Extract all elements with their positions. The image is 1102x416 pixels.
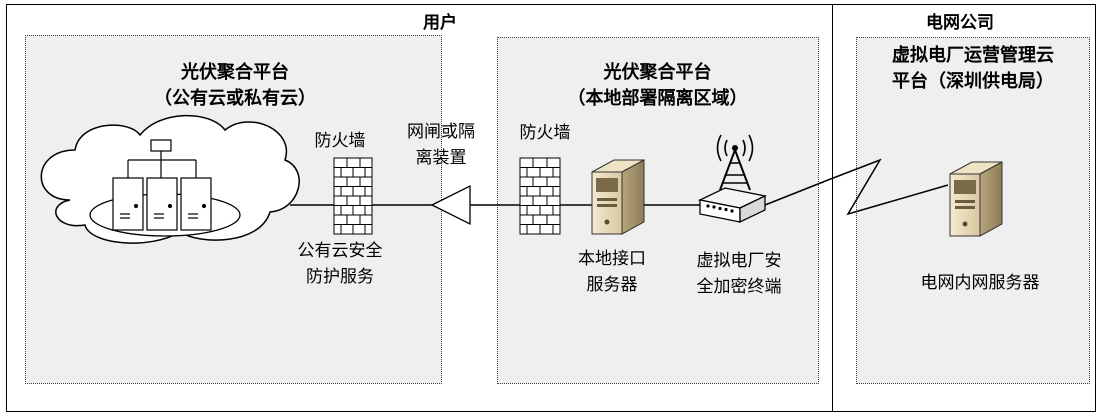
- vpp-terminal-icon: [697, 134, 768, 224]
- local-platform-title-line1: 光伏聚合平台: [603, 62, 712, 83]
- local-platform-title: 光伏聚合平台 （本地部署隔离区域）: [510, 60, 805, 112]
- gateway-label-line1: 网闸或隔: [407, 122, 475, 142]
- cloud-security-label-line1: 公有云安全: [297, 241, 383, 261]
- local-platform-title-line2: （本地部署隔离区域）: [567, 88, 748, 109]
- region-label-grid: 电网公司: [926, 13, 994, 33]
- gateway-label: 网闸或隔 离装置: [396, 119, 486, 171]
- server-cluster-icon: [112, 139, 212, 231]
- wireless-link-icon: [827, 158, 949, 216]
- cloud-security-label-line2: 防护服务: [306, 267, 374, 287]
- cloud-platform-title-line2: （公有云或私有云）: [154, 88, 316, 109]
- vpp-terminal-label-line2: 全加密终端: [696, 277, 782, 297]
- region-divider: [832, 4, 833, 412]
- grid-platform-title-line1: 虚拟电厂运营管理云: [892, 45, 1054, 66]
- vpp-terminal-label: 虚拟电厂安 全加密终端: [684, 248, 794, 300]
- region-label-user: 用户: [423, 13, 457, 33]
- vpp-terminal-label-line1: 虚拟电厂安: [696, 251, 782, 271]
- outer-frame: [6, 4, 1096, 412]
- cloud-security-label: 公有云安全 防护服务: [285, 238, 395, 290]
- firewall-left-label: 防火墙: [314, 131, 366, 151]
- gateway-label-line2: 离装置: [415, 148, 467, 168]
- firewall-right-label: 防火墙: [519, 123, 571, 143]
- cloud-platform-title-line1: 光伏聚合平台: [181, 62, 289, 83]
- grid-platform-title: 虚拟电厂运营管理云 平台（深圳供电局）: [862, 43, 1084, 95]
- grid-server-icon: [949, 161, 1003, 237]
- cloud-platform-title: 光伏聚合平台 （公有云或私有云）: [40, 60, 430, 112]
- terminal-to-lightning-line: [764, 179, 829, 206]
- grid-server-label: 电网内网服务器: [920, 273, 1040, 293]
- gateway-isolation-icon: [430, 184, 471, 226]
- local-server-label-line2: 服务器: [586, 275, 638, 295]
- local-server-label-line1: 本地接口: [578, 249, 646, 269]
- grid-platform-title-line2: 平台（深圳供电局）: [892, 71, 1054, 92]
- local-server-label: 本地接口 服务器: [562, 246, 662, 298]
- local-server-icon: [591, 159, 645, 235]
- firewall-right-icon: [519, 157, 561, 235]
- firewall-left-icon: [333, 157, 373, 235]
